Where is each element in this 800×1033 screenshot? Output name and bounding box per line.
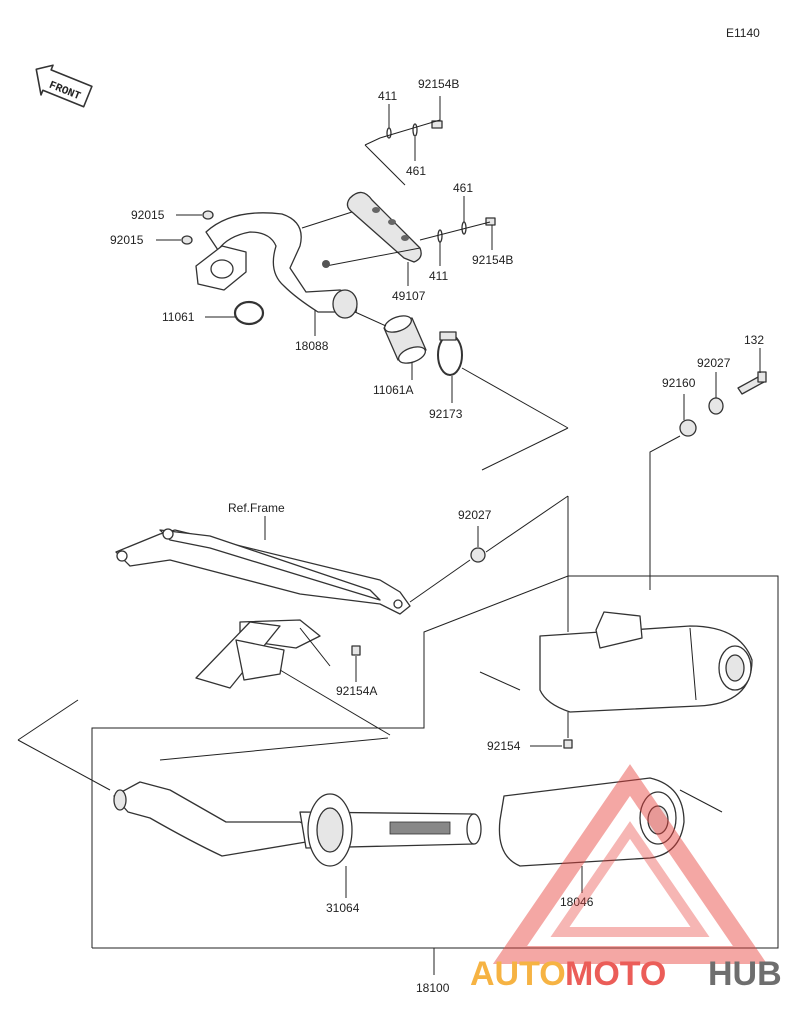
label-411-right: 411	[429, 269, 448, 283]
nut-92015	[156, 210, 214, 245]
bolt-92154A	[351, 645, 361, 682]
label-92154B-right: 92154B	[472, 253, 513, 267]
muffler-part	[479, 611, 753, 738]
label-92160: 92160	[662, 376, 696, 390]
watermark-hub: HUB	[708, 955, 782, 993]
heat-guard-fasteners-right	[419, 196, 496, 266]
label-461-right: 461	[453, 181, 473, 195]
collar-92027-mid	[409, 495, 569, 632]
label-461-top: 461	[406, 164, 426, 178]
label-92027-mid: 92027	[458, 508, 492, 522]
collar-92027-top	[708, 372, 724, 415]
label-18088: 18088	[295, 339, 329, 353]
label-92154A: 92154A	[336, 684, 377, 698]
watermark-moto: MOTO	[565, 955, 666, 993]
label-49107: 49107	[392, 289, 426, 303]
label-92015-a: 92015	[131, 208, 165, 222]
clamp-92173	[437, 331, 569, 471]
label-18046: 18046	[560, 895, 594, 909]
label-92154: 92154	[487, 739, 521, 753]
bolt-132	[737, 348, 767, 395]
bolt-92154	[530, 739, 573, 749]
front-arrow-icon: FRONT	[35, 64, 93, 108]
head-pipe-part	[195, 212, 358, 336]
gasket-11061	[233, 300, 265, 326]
label-11061A: 11061A	[373, 383, 413, 397]
grommet-92160	[649, 394, 697, 590]
label-11061: 11061	[162, 310, 195, 324]
diagram-code: E1140	[726, 26, 760, 40]
label-92015-b: 92015	[110, 233, 144, 247]
reference-frame: Ref.Frame	[115, 501, 411, 736]
sleeve-gasket-11061A	[354, 311, 427, 380]
muffler-cover-part	[498, 777, 685, 893]
label-92027-top: 92027	[697, 356, 731, 370]
label-31064: 31064	[326, 901, 360, 915]
label-132: 132	[744, 333, 764, 347]
label-411-top: 411	[378, 89, 397, 103]
ref-frame-label: Ref.Frame	[228, 501, 285, 515]
label-92154B-top: 92154B	[418, 77, 459, 91]
heat-guard-fasteners-top	[364, 96, 443, 186]
watermark-auto: AUTO	[470, 955, 566, 993]
label-18100: 18100	[416, 981, 450, 995]
heat-guard-part	[346, 191, 422, 286]
label-92173: 92173	[429, 407, 463, 421]
tail-pipe-part	[113, 781, 482, 898]
automotohub-watermark: AUTO MOTO HUB	[470, 764, 782, 993]
